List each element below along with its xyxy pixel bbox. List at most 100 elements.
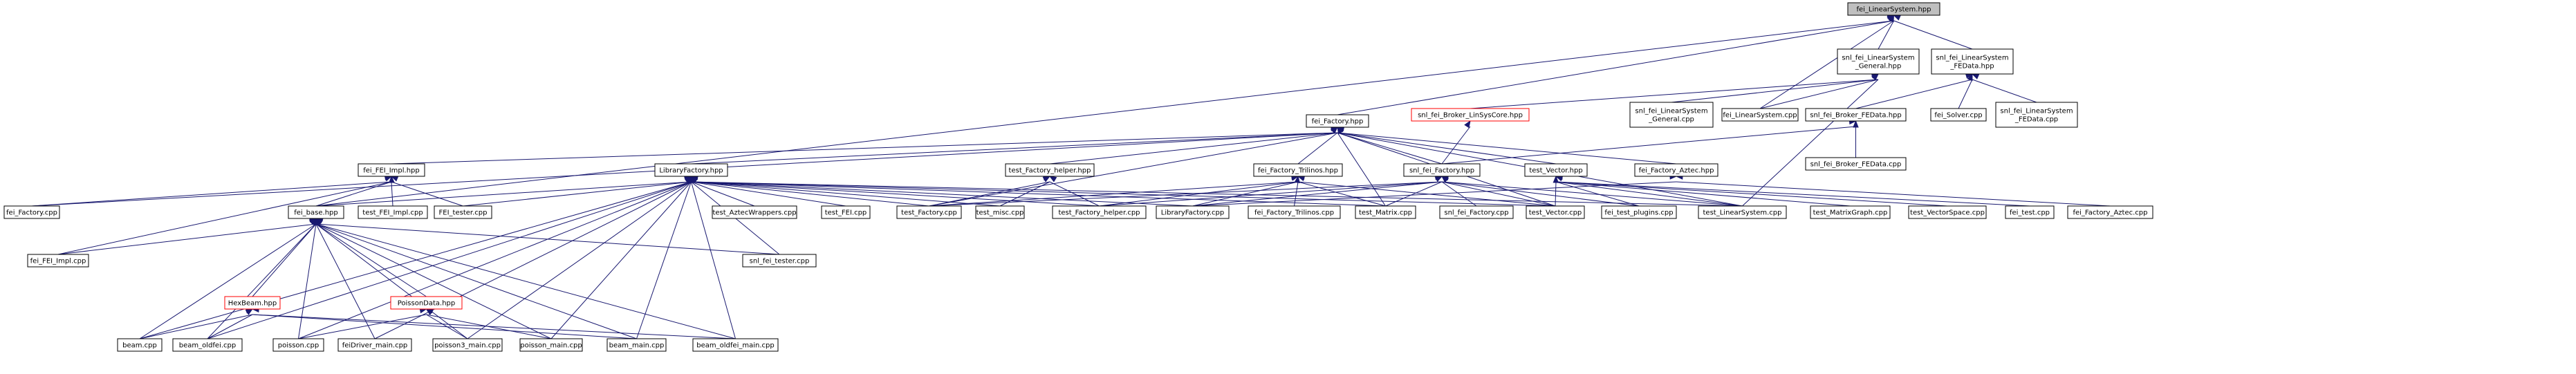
node-faztec_cpp[interactable]: fei_Factory_Aztec.cpp (2067, 205, 2153, 219)
node-box (519, 338, 583, 352)
node-ftril_cpp[interactable]: fei_Factory_Trilinos.cpp (1248, 205, 1341, 219)
node-fei_test_cpp[interactable]: fei_test.cpp (2005, 205, 2055, 219)
edge-libfac_hpp-test_factory_cpp (690, 174, 929, 207)
edge-libfac_hpp-tfh_cpp (690, 174, 1100, 207)
edge-layer (31, 12, 2111, 339)
node-label: beam.cpp (122, 342, 157, 350)
node-beam_cpp[interactable]: beam.cpp (117, 338, 163, 352)
node-label: snl_fei_Broker_FEData.hpp (1810, 112, 1902, 120)
node-label: poisson3_main.cpp (434, 342, 501, 350)
node-box (896, 205, 962, 219)
node-beam_main_cpp[interactable]: beam_main.cpp (606, 338, 667, 352)
node-sgen_cpp[interactable]: snl_fei_LinearSystem_General.cpp (1629, 102, 1714, 128)
node-label: _FEData.hpp (1949, 63, 1994, 71)
node-box (1526, 205, 1585, 219)
node-fedriver_cpp[interactable]: feiDriver_main.cpp (337, 338, 412, 352)
edge-sfed_hpp-broker_fed_hpp (1855, 73, 1974, 109)
edge-ftril_hpp-test_vector_cpp (1297, 174, 1556, 207)
node-test_mg_cpp[interactable]: test_MatrixGraph.cpp (1810, 205, 1891, 219)
node-broker_fed_hpp[interactable]: snl_fei_Broker_FEData.hpp (1805, 108, 1907, 122)
node-fei_impl_hpp[interactable]: fei_FEI_Impl.hpp (358, 163, 425, 177)
node-box (1403, 163, 1481, 177)
edge-ftril_hpp-tfh_cpp (1099, 174, 1299, 207)
node-beam_oldfei_main_cpp[interactable]: beam_oldfei_main.cpp (692, 338, 779, 352)
edge-fei_impl_hpp-test_fei_impl_cpp (389, 175, 395, 207)
node-poisson3_cpp[interactable]: poisson3_main.cpp (432, 338, 503, 352)
node-label: test_VectorSpace.cpp (1910, 209, 1985, 217)
node-box (1847, 2, 1940, 16)
node-box (1805, 157, 1907, 171)
node-faztec_hpp[interactable]: fei_Factory_Aztec.hpp (1634, 163, 1718, 177)
node-fei_factory_cpp[interactable]: fei_Factory.cpp (3, 205, 60, 219)
node-box (1411, 108, 1530, 122)
node-label: snl_fei_LinearSystem (1635, 108, 1707, 115)
node-factory_hpp[interactable]: fei_Factory.hpp (1306, 114, 1369, 128)
node-label: test_Vector.hpp (1529, 167, 1582, 175)
node-tfh_hpp[interactable]: test_Factory_helper.hpp (1005, 163, 1095, 177)
node-test_misc_cpp[interactable]: test_misc.cpp (975, 205, 1025, 219)
node-label: LibraryFactory.cpp (1161, 209, 1224, 217)
node-box (1930, 108, 1987, 122)
node-poisson_main_cpp[interactable]: poisson_main.cpp (519, 338, 583, 352)
node-hexbeam_hpp[interactable]: HexBeam.hpp (224, 296, 281, 310)
node-fei_tester_cpp[interactable]: FEI_tester.cpp (434, 205, 492, 219)
node-test_vector_cpp[interactable]: test_Vector.cpp (1526, 205, 1585, 219)
node-label: test_Factory_helper.hpp (1009, 167, 1091, 175)
node-label: test_FEI.cpp (825, 209, 867, 217)
node-poisson_cpp[interactable]: poisson.cpp (272, 338, 324, 352)
node-box (1634, 163, 1718, 177)
node-snl_fei_tester_cpp[interactable]: snl_fei_tester.cpp (742, 254, 817, 268)
node-ls_cpp[interactable]: fei_LinearSystem.cpp (1721, 108, 1799, 122)
node-test_vs_cpp[interactable]: test_VectorSpace.cpp (1908, 205, 1987, 219)
node-ftril_hpp[interactable]: fei_Factory_Trilinos.hpp (1253, 163, 1343, 177)
node-fei_test_plugins_cpp[interactable]: fei_test_plugins.cpp (1601, 205, 1677, 219)
node-poisson_hpp[interactable]: PoissonData.hpp (390, 296, 463, 310)
node-sgen_hpp[interactable]: snl_fei_LinearSystem_General.hpp (1837, 48, 1920, 75)
node-box (712, 205, 797, 219)
node-solver_cpp[interactable]: fei_Solver.cpp (1930, 108, 1987, 122)
node-label: FEI_tester.cpp (439, 209, 488, 217)
node-test_fei_impl_cpp[interactable]: test_FEI_Impl.cpp (358, 205, 428, 219)
node-label: test_Factory.cpp (901, 209, 957, 217)
node-sfed_cpp[interactable]: snl_fei_LinearSystem_FEData.cpp (1995, 102, 2078, 128)
node-beam_oldfei_cpp[interactable]: beam_oldfei.cpp (172, 338, 243, 352)
node-sfed_hpp[interactable]: snl_fei_LinearSystem_FEData.hpp (1931, 48, 2014, 75)
edge-sfed_hpp-solver_cpp (1958, 73, 1973, 109)
node-label: fei_test_plugins.cpp (1604, 209, 1673, 217)
node-box (692, 338, 779, 352)
node-test_ls_cpp[interactable]: test_LinearSystem.cpp (1698, 205, 1787, 219)
node-broker_fed_cpp[interactable]: snl_fei_Broker_FEData.cpp (1805, 157, 1907, 171)
node-test_fei_cpp[interactable]: test_FEI.cpp (821, 205, 871, 219)
edge-faztec_hpp-faztec_cpp (1675, 174, 2111, 207)
node-box (1253, 163, 1343, 177)
node-snlfac_cpp[interactable]: snl_fei_Factory.cpp (1439, 205, 1514, 219)
node-root[interactable]: fei_LinearSystem.hpp (1847, 2, 1940, 16)
edge-sfed_hpp-sfed_cpp (1971, 73, 2037, 103)
node-label: fei_Factory.hpp (1312, 118, 1364, 126)
node-fei_impl_cpp[interactable]: fei_FEI_Impl.cpp (27, 254, 89, 268)
node-libfac_hpp[interactable]: LibraryFactory.hpp (654, 163, 728, 177)
node-test_factory_cpp[interactable]: test_Factory.cpp (896, 205, 962, 219)
node-snlfac_hpp[interactable]: snl_fei_Factory.hpp (1403, 163, 1481, 177)
node-label: beam_main.cpp (609, 342, 665, 350)
node-libfac_cpp[interactable]: LibraryFactory.cpp (1156, 205, 1230, 219)
node-box (1805, 108, 1907, 122)
edge-fei_base_hpp-poisson_cpp (298, 217, 318, 339)
node-tfh_cpp[interactable]: test_Factory_helper.cpp (1052, 205, 1147, 219)
node-box (1052, 205, 1147, 219)
edge-factory_hpp-tvec_hpp (1336, 125, 1557, 165)
node-test_matrix_cpp[interactable]: test_Matrix.cpp (1355, 205, 1416, 219)
node-aztecwrap_cpp[interactable]: test_AztecWrappers.cpp (712, 205, 797, 219)
edge-tvec_hpp-test_vector_cpp (1553, 175, 1559, 207)
node-fei_base_hpp[interactable]: fei_base.hpp (288, 205, 344, 219)
node-tvec_hpp[interactable]: test_Vector.hpp (1524, 163, 1588, 177)
node-label: test_Vector.cpp (1529, 209, 1582, 217)
node-box (1355, 205, 1416, 219)
node-box (1248, 205, 1341, 219)
node-label: fei_test.cpp (2010, 209, 2050, 217)
edge-ftril_hpp-ftril_cpp (1294, 175, 1300, 207)
node-box (654, 163, 728, 177)
node-broker_lsc[interactable]: snl_fei_Broker_LinSysCore.hpp (1411, 108, 1530, 122)
edge-libfac_hpp-poisson_main_cpp (550, 175, 692, 339)
node-box (1931, 48, 2014, 75)
